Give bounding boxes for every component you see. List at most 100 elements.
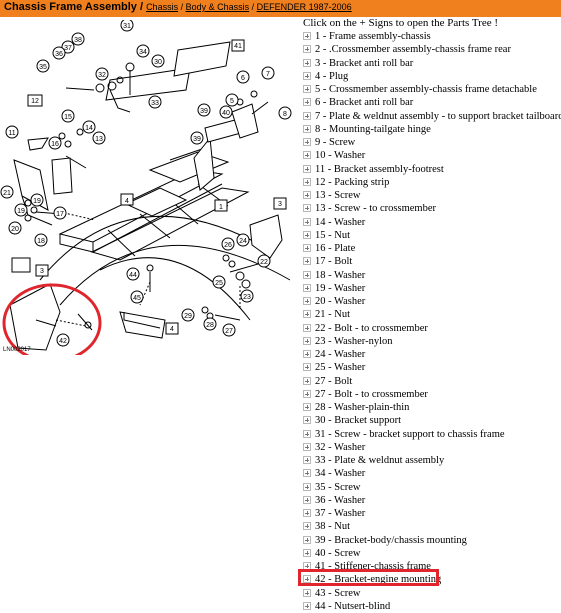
parts-tree-item[interactable]: 21 - Nut [303, 308, 561, 321]
parts-tree-item[interactable]: 7 - Plate & weldnut assembly - to suppor… [303, 110, 561, 123]
part-label[interactable]: 27 - Bolt - to crossmember [315, 388, 428, 400]
callout-41[interactable]: 41 [234, 43, 242, 50]
callout-32[interactable]: 32 [98, 72, 106, 79]
callout-22[interactable]: 22 [260, 259, 268, 266]
callout-42[interactable]: 42 [59, 338, 67, 345]
parts-tree-item[interactable]: 15 - Nut [303, 229, 561, 242]
part-label[interactable]: 14 - Washer [315, 216, 366, 228]
callout-30[interactable]: 30 [154, 59, 162, 66]
parts-tree-item[interactable]: 4 - Plug [303, 70, 561, 83]
expand-plus-icon[interactable] [303, 442, 311, 451]
parts-tree-item[interactable]: 14 - Washer [303, 216, 561, 229]
parts-tree-item[interactable]: 38 - Nut [303, 520, 561, 533]
parts-tree-item[interactable]: 42 - Bracket-engine mounting [303, 573, 561, 586]
parts-tree-item[interactable]: 20 - Washer [303, 295, 561, 308]
expand-plus-icon[interactable] [303, 429, 311, 438]
part-label[interactable]: 27 - Bolt [315, 375, 353, 387]
expand-plus-icon[interactable] [303, 71, 311, 80]
part-label[interactable]: 23 - Washer-nylon [315, 335, 393, 347]
expand-plus-icon[interactable] [303, 151, 311, 160]
expand-plus-icon[interactable] [303, 389, 311, 398]
expand-plus-icon[interactable] [303, 601, 311, 610]
parts-tree-item[interactable]: 27 - Bolt [303, 375, 561, 388]
parts-tree-item[interactable]: 1 - Frame assembly-chassis [303, 30, 561, 43]
parts-tree-item[interactable]: 23 - Washer-nylon [303, 335, 561, 348]
parts-tree-item[interactable]: 25 - Washer [303, 361, 561, 374]
part-label[interactable]: 3 - Bracket anti roll bar [315, 57, 414, 69]
callout-19[interactable]: 19 [33, 198, 41, 205]
part-label[interactable]: 40 - Screw [315, 547, 361, 559]
expand-plus-icon[interactable] [303, 416, 311, 425]
part-label[interactable]: 35 - Screw [315, 481, 361, 493]
callout-7[interactable]: 5 [230, 98, 234, 105]
expand-plus-icon[interactable] [303, 350, 311, 358]
callout-8[interactable]: 6 [241, 75, 245, 82]
expand-plus-icon[interactable] [303, 111, 311, 120]
callout-26[interactable]: 26 [224, 242, 232, 249]
callout-18[interactable]: 18 [37, 238, 45, 245]
part-label[interactable]: 37 - Washer [315, 508, 366, 519]
callout-27[interactable]: 27 [225, 328, 233, 335]
part-label[interactable]: 19 - Washer [315, 282, 366, 294]
parts-tree-item[interactable]: 2 - .Crossmember assembly-chassis frame … [303, 43, 561, 56]
part-label[interactable]: 13 - Screw [315, 190, 361, 201]
part-label[interactable]: 28 - Washer-plain-thin [315, 402, 410, 413]
breadcrumb-body-chassis[interactable]: Body & Chassis [185, 2, 250, 12]
parts-tree-item[interactable]: 3 - Bracket anti roll bar [303, 57, 561, 70]
parts-tree-item[interactable]: 32 - Washer [303, 441, 561, 454]
parts-tree-item[interactable]: 27 - Bolt - to crossmember [303, 388, 561, 401]
parts-tree-item[interactable]: 39 - Bracket-body/chassis mounting [303, 534, 561, 547]
expand-plus-icon[interactable] [303, 363, 311, 372]
part-label[interactable]: 42 - Bracket-engine mounting [315, 574, 442, 586]
callout-4[interactable]: 3 [40, 268, 44, 275]
expand-plus-icon[interactable] [303, 270, 311, 279]
parts-tree-item[interactable]: 12 - Packing strip [303, 176, 561, 189]
callout-6[interactable]: 4 [170, 326, 174, 333]
expand-plus-icon[interactable] [303, 495, 311, 504]
parts-tree-item[interactable]: 24 - Washer [303, 348, 561, 361]
expand-plus-icon[interactable] [303, 58, 311, 67]
parts-tree-item[interactable]: 22 - Bolt - to crossmember [303, 322, 561, 335]
parts-tree-item[interactable]: 34 - Washer [303, 467, 561, 480]
expand-plus-icon[interactable] [303, 323, 311, 332]
parts-tree-item[interactable]: 5 - Crossmember assembly-chassis frame d… [303, 83, 561, 96]
part-label[interactable]: 11 - Bracket assembly-footrest [315, 163, 444, 175]
expand-plus-icon[interactable] [303, 191, 311, 199]
callout-20[interactable]: 20 [11, 226, 19, 233]
breadcrumb-defender[interactable]: DEFENDER 1987-2006 [256, 2, 352, 12]
parts-tree-item[interactable]: 13 - Screw - to crossmember [303, 202, 561, 215]
parts-tree-item[interactable]: 11 - Bracket assembly-footrest [303, 163, 561, 176]
part-label[interactable]: 18 - Washer [315, 269, 366, 281]
expand-plus-icon[interactable] [303, 244, 311, 252]
parts-tree-item[interactable]: 6 - Bracket anti roll bar [303, 96, 561, 109]
part-label[interactable]: 22 - Bolt - to crossmember [315, 322, 428, 334]
part-label[interactable]: 1 - Frame assembly-chassis [315, 31, 431, 42]
part-label[interactable]: 36 - Washer [315, 494, 366, 506]
part-label[interactable]: 44 - Nutsert-blind [315, 600, 391, 612]
expand-plus-icon[interactable] [303, 204, 311, 213]
expand-plus-icon[interactable] [303, 230, 311, 239]
callout-35[interactable]: 35 [39, 64, 47, 71]
part-label[interactable]: 8 - Mounting-tailgate hinge [315, 123, 431, 135]
part-label[interactable]: 16 - Plate [315, 243, 356, 254]
part-label[interactable]: 21 - Nut [315, 309, 350, 321]
parts-tree-item[interactable]: 19 - Washer [303, 282, 561, 295]
callout-5[interactable]: 4 [125, 198, 129, 205]
part-label[interactable]: 12 - Packing strip [315, 176, 390, 188]
callout-11[interactable]: 11 [8, 130, 15, 137]
part-label[interactable]: 41 - Stiffener-chassis frame [315, 561, 431, 572]
parts-tree-item[interactable]: 16 - Plate [303, 242, 561, 255]
callout-13[interactable]: 13 [95, 136, 103, 143]
part-label[interactable]: 24 - Washer [315, 349, 366, 360]
parts-tree-item[interactable]: 28 - Washer-plain-thin [303, 401, 561, 414]
parts-tree-item[interactable]: 10 - Washer [303, 149, 561, 162]
callout-44[interactable]: 44 [129, 272, 137, 279]
callout-37[interactable]: 37 [64, 45, 72, 52]
parts-tree-item[interactable]: 35 - Screw [303, 481, 561, 494]
parts-tree-item[interactable]: 8 - Mounting-tailgate hinge [303, 123, 561, 136]
callout-25[interactable]: 25 [215, 280, 223, 287]
callout-34[interactable]: 34 [139, 49, 147, 56]
expand-plus-icon[interactable] [303, 456, 311, 464]
expand-plus-icon[interactable] [303, 588, 311, 597]
parts-tree-item[interactable]: 37 - Washer [303, 507, 561, 520]
